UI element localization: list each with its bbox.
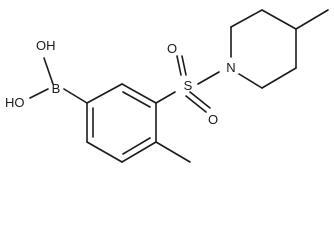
bond-ring-s — [155, 91, 176, 104]
label-boron: B — [52, 81, 61, 96]
bond-s-o-upper-b — [181, 55, 187, 76]
label-oxygen-lower: O — [208, 112, 218, 127]
structure-svg: OH HO B S O O N — [5, 9, 329, 163]
bond-b-ring — [63, 88, 88, 104]
bond-b-oh-lower — [29, 88, 49, 99]
label-oh-upper: OH — [36, 38, 56, 53]
bond-methyl-pip — [295, 9, 329, 30]
bond-b-oh-upper — [43, 57, 54, 85]
bond-s-n — [197, 71, 220, 85]
label-oxygen-upper: O — [167, 41, 177, 56]
label-oh-lower: HO — [5, 95, 25, 110]
label-nitrogen: N — [226, 60, 235, 75]
bond-pip-3 — [261, 9, 297, 30]
bond-ring-1 — [86, 83, 123, 104]
bond-s-o-lower-a — [185, 95, 207, 113]
molecule-diagram: OH HO B S O O N — [5, 9, 329, 163]
bond-ring-5 — [86, 141, 123, 163]
bond-ring-double-2 — [122, 91, 151, 108]
bond-s-o-lower-b — [189, 91, 211, 109]
bond-pip-6 — [238, 73, 263, 89]
bond-ring-2 — [121, 83, 157, 104]
bond-ring-4 — [121, 141, 157, 163]
bond-pip-2 — [230, 9, 263, 28]
bond-pip-5 — [261, 67, 297, 89]
label-sulfur: S — [184, 78, 193, 93]
bond-methyl-ring — [155, 141, 191, 163]
bond-s-o-upper-a — [176, 55, 182, 76]
bond-ring-double-3 — [122, 137, 151, 155]
